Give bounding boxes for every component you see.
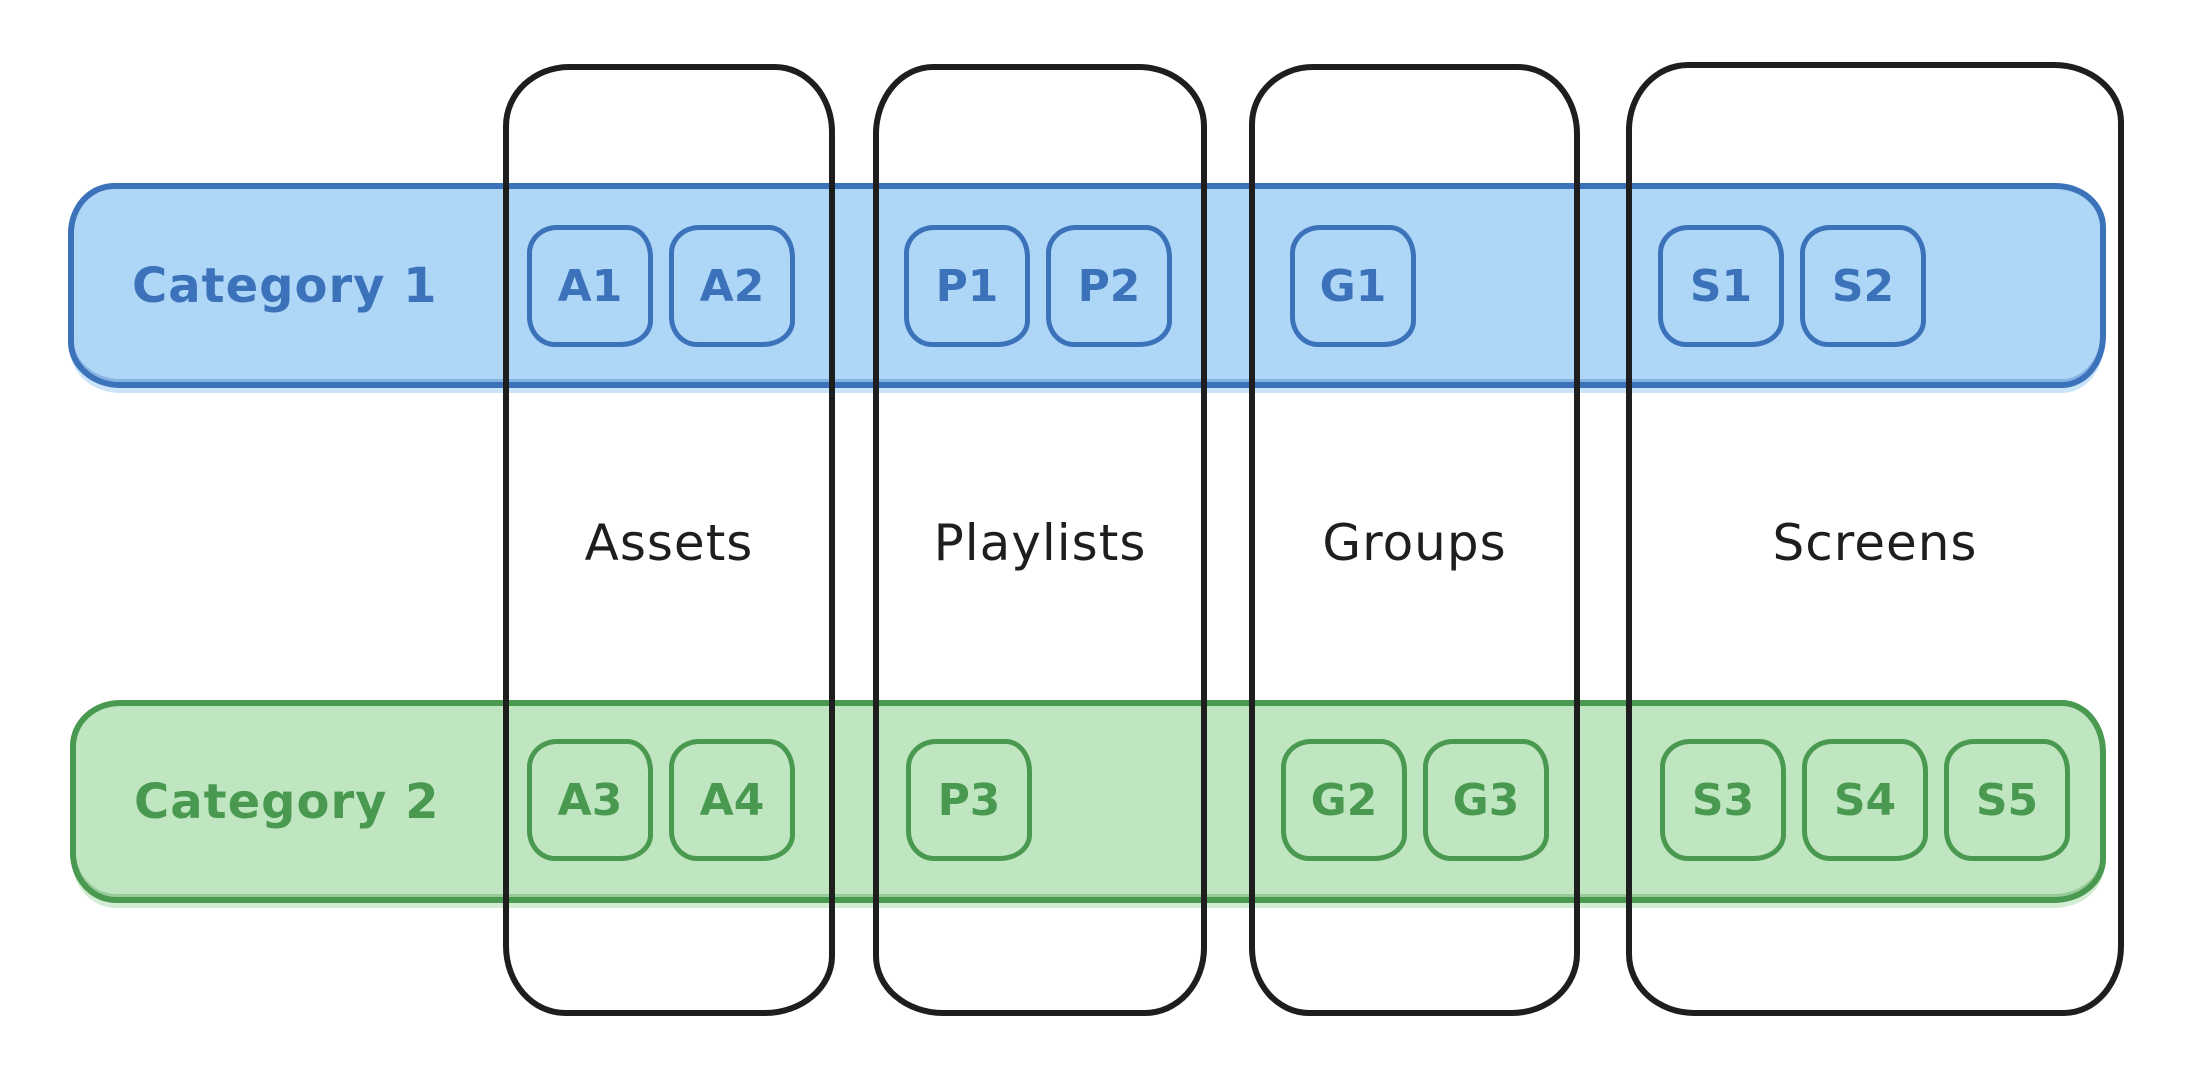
item-box-p3: P3 (906, 739, 1032, 861)
column-outline-groups (1249, 64, 1580, 1016)
column-outline-assets (503, 64, 835, 1016)
item-box-s2: S2 (1800, 225, 1926, 347)
item-box-a2: A2 (669, 225, 795, 347)
item-box-g1: G1 (1290, 225, 1416, 347)
column-label-screens: Screens (1772, 514, 1978, 572)
row-band-category-2: Category 2 (70, 700, 2106, 903)
row-band-category-1: Category 1 (68, 183, 2106, 388)
column-label-assets: Assets (584, 514, 754, 572)
item-box-g2: G2 (1281, 739, 1407, 861)
column-label-groups: Groups (1322, 514, 1507, 572)
item-box-s5: S5 (1944, 739, 2070, 861)
item-box-s3: S3 (1660, 739, 1786, 861)
item-box-a4: A4 (669, 739, 795, 861)
item-box-p1: P1 (904, 225, 1030, 347)
item-box-a3: A3 (527, 739, 653, 861)
row-label-category-2: Category 2 (134, 773, 440, 830)
row-label-category-1: Category 1 (132, 257, 438, 314)
column-outline-screens (1626, 62, 2124, 1016)
item-box-s4: S4 (1802, 739, 1928, 861)
item-box-a1: A1 (527, 225, 653, 347)
column-label-playlists: Playlists (933, 514, 1147, 572)
column-outline-playlists (873, 64, 1207, 1016)
item-box-p2: P2 (1046, 225, 1172, 347)
item-box-s1: S1 (1658, 225, 1784, 347)
item-box-g3: G3 (1423, 739, 1549, 861)
